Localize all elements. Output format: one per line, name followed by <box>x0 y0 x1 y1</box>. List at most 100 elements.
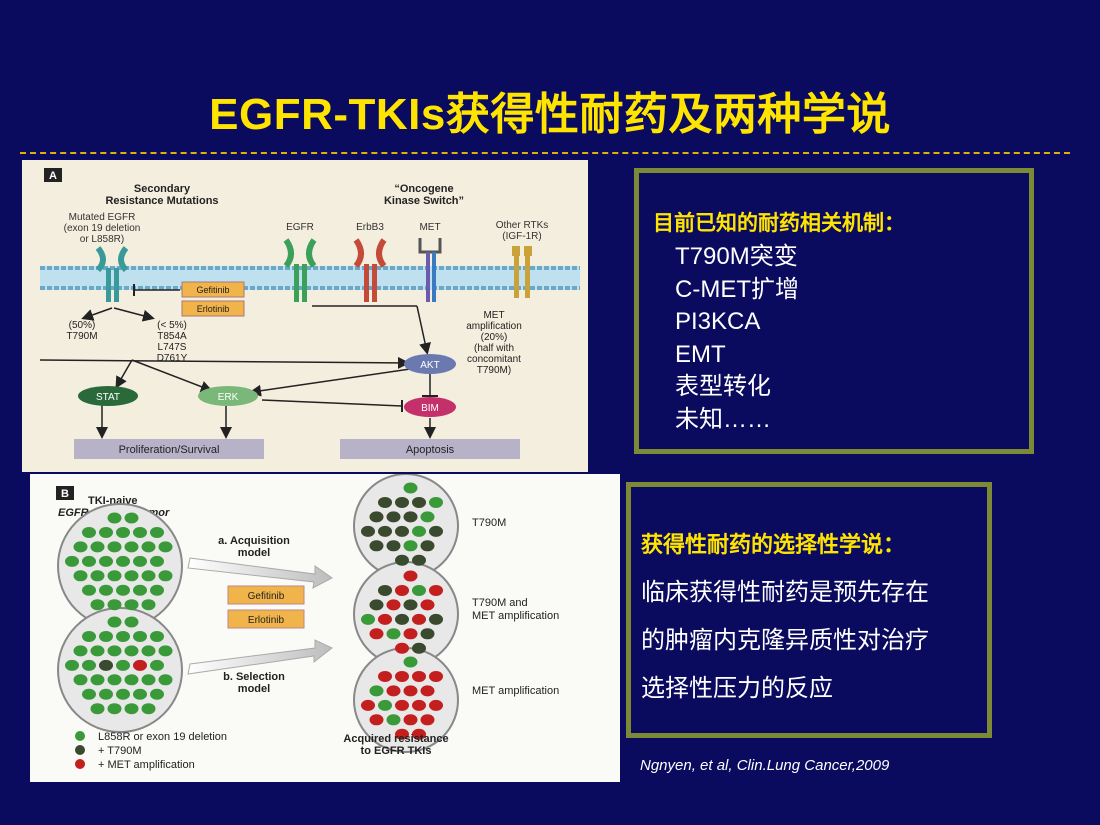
tumor-cell <box>412 728 426 740</box>
gefitinib-label-b: Gefitinib <box>248 591 285 602</box>
mutated-egfr-3: or L858R) <box>80 234 124 245</box>
tumor-cell <box>158 674 173 686</box>
tumor-cell <box>73 645 88 657</box>
tumor-cell <box>107 570 122 582</box>
tumor-cell <box>412 496 426 508</box>
tumor-cell <box>403 540 418 552</box>
tumor-cells <box>65 482 443 740</box>
tumor-cell <box>90 541 105 553</box>
tumor-cell <box>99 555 113 567</box>
tumor-cell <box>420 540 435 552</box>
t790m-met-result-2: MET amplification <box>472 610 559 622</box>
tumor-cell <box>395 699 409 711</box>
tumor-cell <box>395 525 409 537</box>
l747s-label: L747S <box>158 342 187 353</box>
tumor-cell <box>378 584 392 596</box>
tumor-cell <box>116 688 130 700</box>
tumor-cell <box>429 584 443 596</box>
tumor-cell <box>90 570 105 582</box>
selection-line: 临床获得性耐药是预先存在 <box>641 579 929 606</box>
tumor-cell <box>403 482 418 494</box>
mechanism-item: 未知…… <box>675 405 771 433</box>
citation: Ngnyen, et al, Clin.Lung Cancer,2009 <box>640 757 890 774</box>
t790m-percent: (50%) <box>69 320 96 331</box>
tumor-cell <box>420 628 435 640</box>
erbb3-receptor <box>353 238 387 302</box>
t854a-label: T854A <box>157 331 187 342</box>
tumor-cell <box>124 674 139 686</box>
tumor-cell <box>99 688 113 700</box>
tumor-cell <box>107 645 122 657</box>
mechanisms-box: 目前已知的耐药相关机制： T790M突变 C-MET扩增 PI3KCA EMT … <box>634 168 1034 454</box>
tumor-cell <box>386 714 401 726</box>
tumor-cell <box>412 670 426 682</box>
tumor-cell <box>82 630 96 642</box>
mechanism-item: EMT <box>675 340 726 368</box>
panel-a-diagram: A Secondary Resistance Mutations “Oncoge… <box>22 160 588 472</box>
tumor-cell <box>158 541 173 553</box>
tumor-cell <box>124 616 139 628</box>
tumor-cell <box>378 670 392 682</box>
tumor-cell <box>116 630 130 642</box>
oncogene-title-2: Kinase Switch” <box>384 195 464 207</box>
t790m-label: T790M <box>66 331 97 342</box>
legend-egfr: L858R or exon 19 deletion <box>98 731 227 743</box>
tumor-cell <box>141 674 156 686</box>
tumor-cell <box>429 613 443 625</box>
legend-t790m: + T790M <box>98 745 142 757</box>
tumor-cell <box>369 628 384 640</box>
mutated-egfr-2: (exon 19 deletion <box>64 223 141 234</box>
tumor-cell <box>124 570 139 582</box>
tumor-cell <box>369 714 384 726</box>
mechanisms-heading: 目前已知的耐药相关机制： <box>653 212 905 235</box>
tumor-cell <box>116 659 130 671</box>
secondary-title-2: Resistance Mutations <box>105 195 218 207</box>
tumor-cell <box>107 599 122 611</box>
tumor-cell <box>429 670 443 682</box>
tumor-cell <box>82 526 96 538</box>
page-title: EGFR-TKIs获得性耐药及两种学说 <box>209 90 891 139</box>
erlotinib-label-b: Erlotinib <box>248 615 285 626</box>
met-amp-5: concomitant <box>467 354 521 365</box>
tumor-cell <box>133 526 147 538</box>
tumor-cell <box>133 555 147 567</box>
tumor-cell <box>99 630 113 642</box>
selection-model-1: b. Selection <box>223 671 285 683</box>
tumor-cell <box>99 526 113 538</box>
panel-b-svg: B TKI-naive EGFR-mutated tumor a. Acquis… <box>56 473 559 771</box>
tumor-cell <box>82 555 96 567</box>
erlotinib-label-a: Erlotinib <box>197 304 230 314</box>
t790m-met-result-1: T790M and <box>472 597 528 609</box>
tumor-cell <box>82 659 96 671</box>
tumor-cell <box>429 525 443 537</box>
mechanism-item: 表型转化 <box>675 373 771 400</box>
mechanism-item: C-MET扩增 <box>675 275 799 303</box>
met-receptor <box>418 238 442 302</box>
tumor-cell <box>124 645 139 657</box>
egfr-receptor <box>283 238 317 302</box>
tumor-cell <box>124 541 139 553</box>
tumor-cell <box>403 628 418 640</box>
tumor-cell <box>403 511 418 523</box>
bim-node: BIM <box>421 403 439 414</box>
tumor-cell <box>141 570 156 582</box>
tumor-cell <box>150 526 164 538</box>
tumor-cell <box>141 645 156 657</box>
tumor-cell <box>133 584 147 596</box>
tumor-cell <box>133 659 147 671</box>
tumor-cell <box>107 674 122 686</box>
tumor-cell <box>124 599 139 611</box>
tumor-cell <box>386 685 401 697</box>
tumor-cell <box>99 659 113 671</box>
tumor-cell <box>378 613 392 625</box>
tumor-cell <box>403 570 418 582</box>
tumor-cell <box>107 703 122 715</box>
acquisition-model-2: model <box>238 547 270 559</box>
tumor-cell <box>386 511 401 523</box>
tumor-cell <box>378 496 392 508</box>
tumor-cell <box>369 540 384 552</box>
d761y-label: D761Y <box>157 353 188 364</box>
tumor-cell <box>412 613 426 625</box>
tumor-cell <box>116 555 130 567</box>
mechanism-item: PI3KCA <box>675 308 761 335</box>
